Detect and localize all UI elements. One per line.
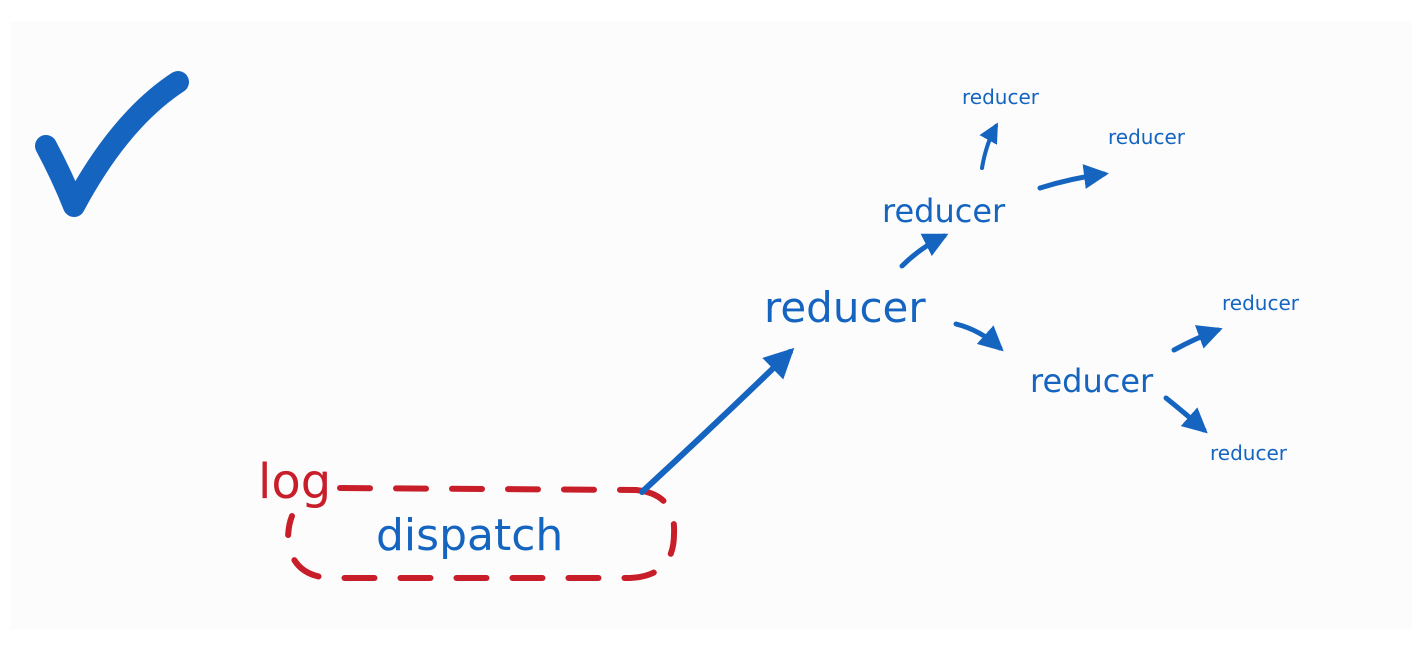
reducer-lower-top-label: reducer <box>1222 291 1300 315</box>
dispatch-dashed-box <box>284 487 678 581</box>
checkmark-icon <box>35 71 189 217</box>
log-wrapper: log <box>258 454 678 581</box>
arrow-reducer-to-lower <box>953 321 1004 352</box>
arrow-upper-to-right <box>1037 164 1109 191</box>
diagram-panel <box>10 22 1412 630</box>
reducer-lower-label: reducer <box>1030 362 1154 400</box>
arrow-upper-to-top <box>979 122 998 170</box>
reducer-upper-right-label: reducer <box>1108 125 1186 149</box>
log-connector-line <box>337 485 639 493</box>
reducer-lower-bottom-label: reducer <box>1210 441 1288 465</box>
dispatch-label: dispatch <box>376 510 563 561</box>
reducer-upper-label: reducer <box>882 192 1006 230</box>
arrow-lower-to-bottom <box>1163 395 1208 434</box>
reducer-root-label: reducer <box>764 283 926 332</box>
arrow-lower-to-top <box>1171 325 1223 353</box>
log-label: log <box>258 454 331 510</box>
reducer-upper-top-label: reducer <box>962 85 1040 109</box>
arrow-dispatch-to-reducer <box>639 347 795 495</box>
arrow-reducer-to-upper <box>899 233 949 269</box>
